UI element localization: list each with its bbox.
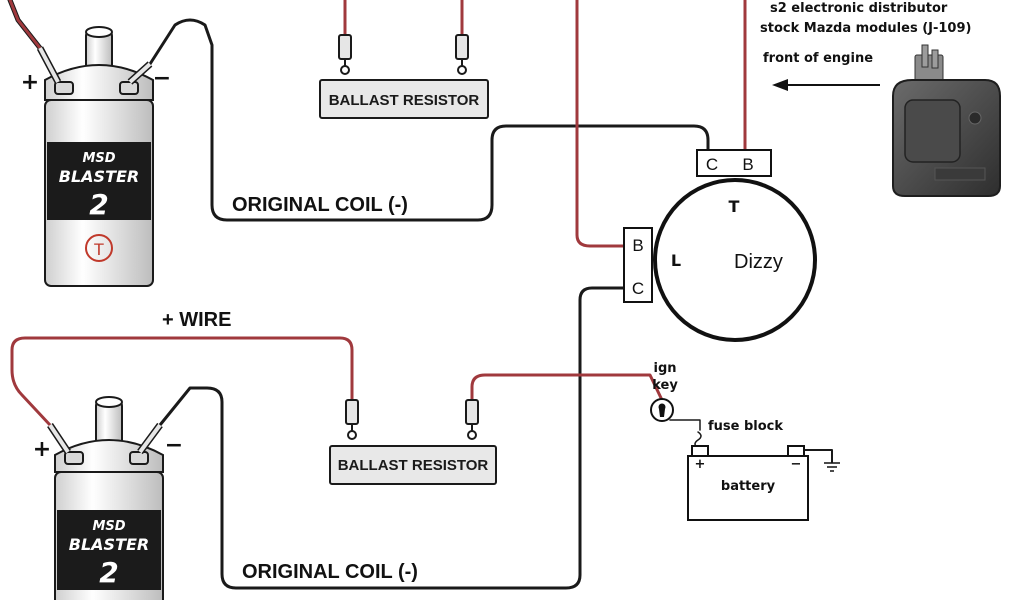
wires bbox=[7, 0, 833, 590]
ign-key-label-1: ign bbox=[653, 361, 676, 376]
dizzy-side-terminal-b: B bbox=[632, 236, 643, 255]
front-of-engine-label: front of engine bbox=[763, 51, 873, 66]
battery-ground-wire bbox=[795, 449, 833, 463]
bottom-ballast-label: BALLAST RESISTOR bbox=[338, 457, 489, 474]
ign-key-label-2: key bbox=[652, 378, 678, 393]
dizzy-top-terminal-block bbox=[696, 149, 772, 177]
top-ballast-resistor: BALLAST RESISTOR bbox=[319, 34, 489, 119]
top-original-coil-label: ORIGINAL COIL (-) bbox=[232, 194, 408, 216]
bottom-coil-brand-2: BLASTER bbox=[69, 535, 149, 554]
top-coil-brand-2: BLASTER bbox=[59, 167, 139, 186]
ignition-module-photo bbox=[892, 44, 1001, 197]
bottom-coil-brand-3: 2 bbox=[99, 556, 118, 589]
bottom-plus-wire bbox=[10, 336, 354, 427]
bottom-plus-wire-label: + WIRE bbox=[162, 309, 231, 331]
dizzy-label: Dizzy bbox=[734, 251, 783, 273]
bottom-original-coil-label: ORIGINAL COIL (-) bbox=[242, 561, 418, 583]
front-arrow bbox=[772, 79, 880, 91]
top-coil-label-band bbox=[47, 142, 151, 220]
bottom-coil-minus-sign: − bbox=[165, 433, 183, 458]
module-title-line2: stock Mazda modules (J-109) bbox=[760, 21, 971, 36]
ground-symbol-icon bbox=[824, 462, 840, 472]
battery: + − battery bbox=[687, 445, 809, 521]
bottom-coil-negative-terminal bbox=[129, 451, 149, 465]
top-coil-negative-wire bbox=[148, 18, 710, 222]
ign-key-icon bbox=[650, 398, 674, 422]
bottom-coil-label-band bbox=[57, 510, 161, 590]
top-coil-t-badge bbox=[85, 234, 113, 262]
top-coil-positive-terminal bbox=[54, 81, 74, 95]
bottom-coil-plus-sign: + bbox=[33, 437, 51, 462]
top-coil-plus-sign: + bbox=[21, 70, 39, 95]
dizzy-side-terminal-block bbox=[623, 227, 653, 303]
ballast-to-ign-wire bbox=[470, 373, 664, 402]
dizzy-t-label: T bbox=[729, 197, 740, 216]
distributor-body bbox=[653, 178, 817, 342]
bottom-ignition-coil: MSD BLASTER 2 + − bbox=[33, 396, 183, 600]
bottom-coil-positive-terminal bbox=[64, 451, 84, 465]
dizzy-side-terminal-c: C bbox=[632, 279, 644, 298]
dizzy-top-terminal-c: C bbox=[706, 155, 718, 174]
battery-minus-sign: − bbox=[791, 457, 802, 472]
fuse-block-label: fuse block bbox=[708, 419, 783, 434]
bottom-coil-brand-1: MSD bbox=[92, 519, 125, 534]
top-coil-minus-sign: − bbox=[153, 66, 171, 91]
module-title-line1: s2 electronic distributor bbox=[770, 1, 948, 16]
top-coil-brand-1: MSD bbox=[82, 151, 115, 166]
distributor: Dizzy T L C B B C bbox=[623, 149, 817, 342]
top-coil-negative-terminal bbox=[119, 81, 139, 95]
dizzy-l-label: L bbox=[671, 251, 681, 270]
top-ballast-label: BALLAST RESISTOR bbox=[329, 92, 480, 109]
top-ignition-coil: MSD BLASTER 2 T + − bbox=[21, 26, 171, 287]
top-coil-brand-3: 2 bbox=[89, 188, 108, 221]
dizzy-c-black-wire bbox=[158, 286, 626, 590]
bottom-ballast-resistor: BALLAST RESISTOR bbox=[329, 399, 497, 485]
top-coil-t-label: T bbox=[94, 240, 104, 259]
battery-positive-post bbox=[691, 445, 709, 457]
dizzy-b-red-wire bbox=[575, 0, 626, 248]
battery-label: battery bbox=[721, 479, 776, 494]
battery-negative-post bbox=[787, 445, 805, 457]
dizzy-top-terminal-b: B bbox=[742, 155, 753, 174]
battery-plus-sign: + bbox=[695, 457, 706, 472]
